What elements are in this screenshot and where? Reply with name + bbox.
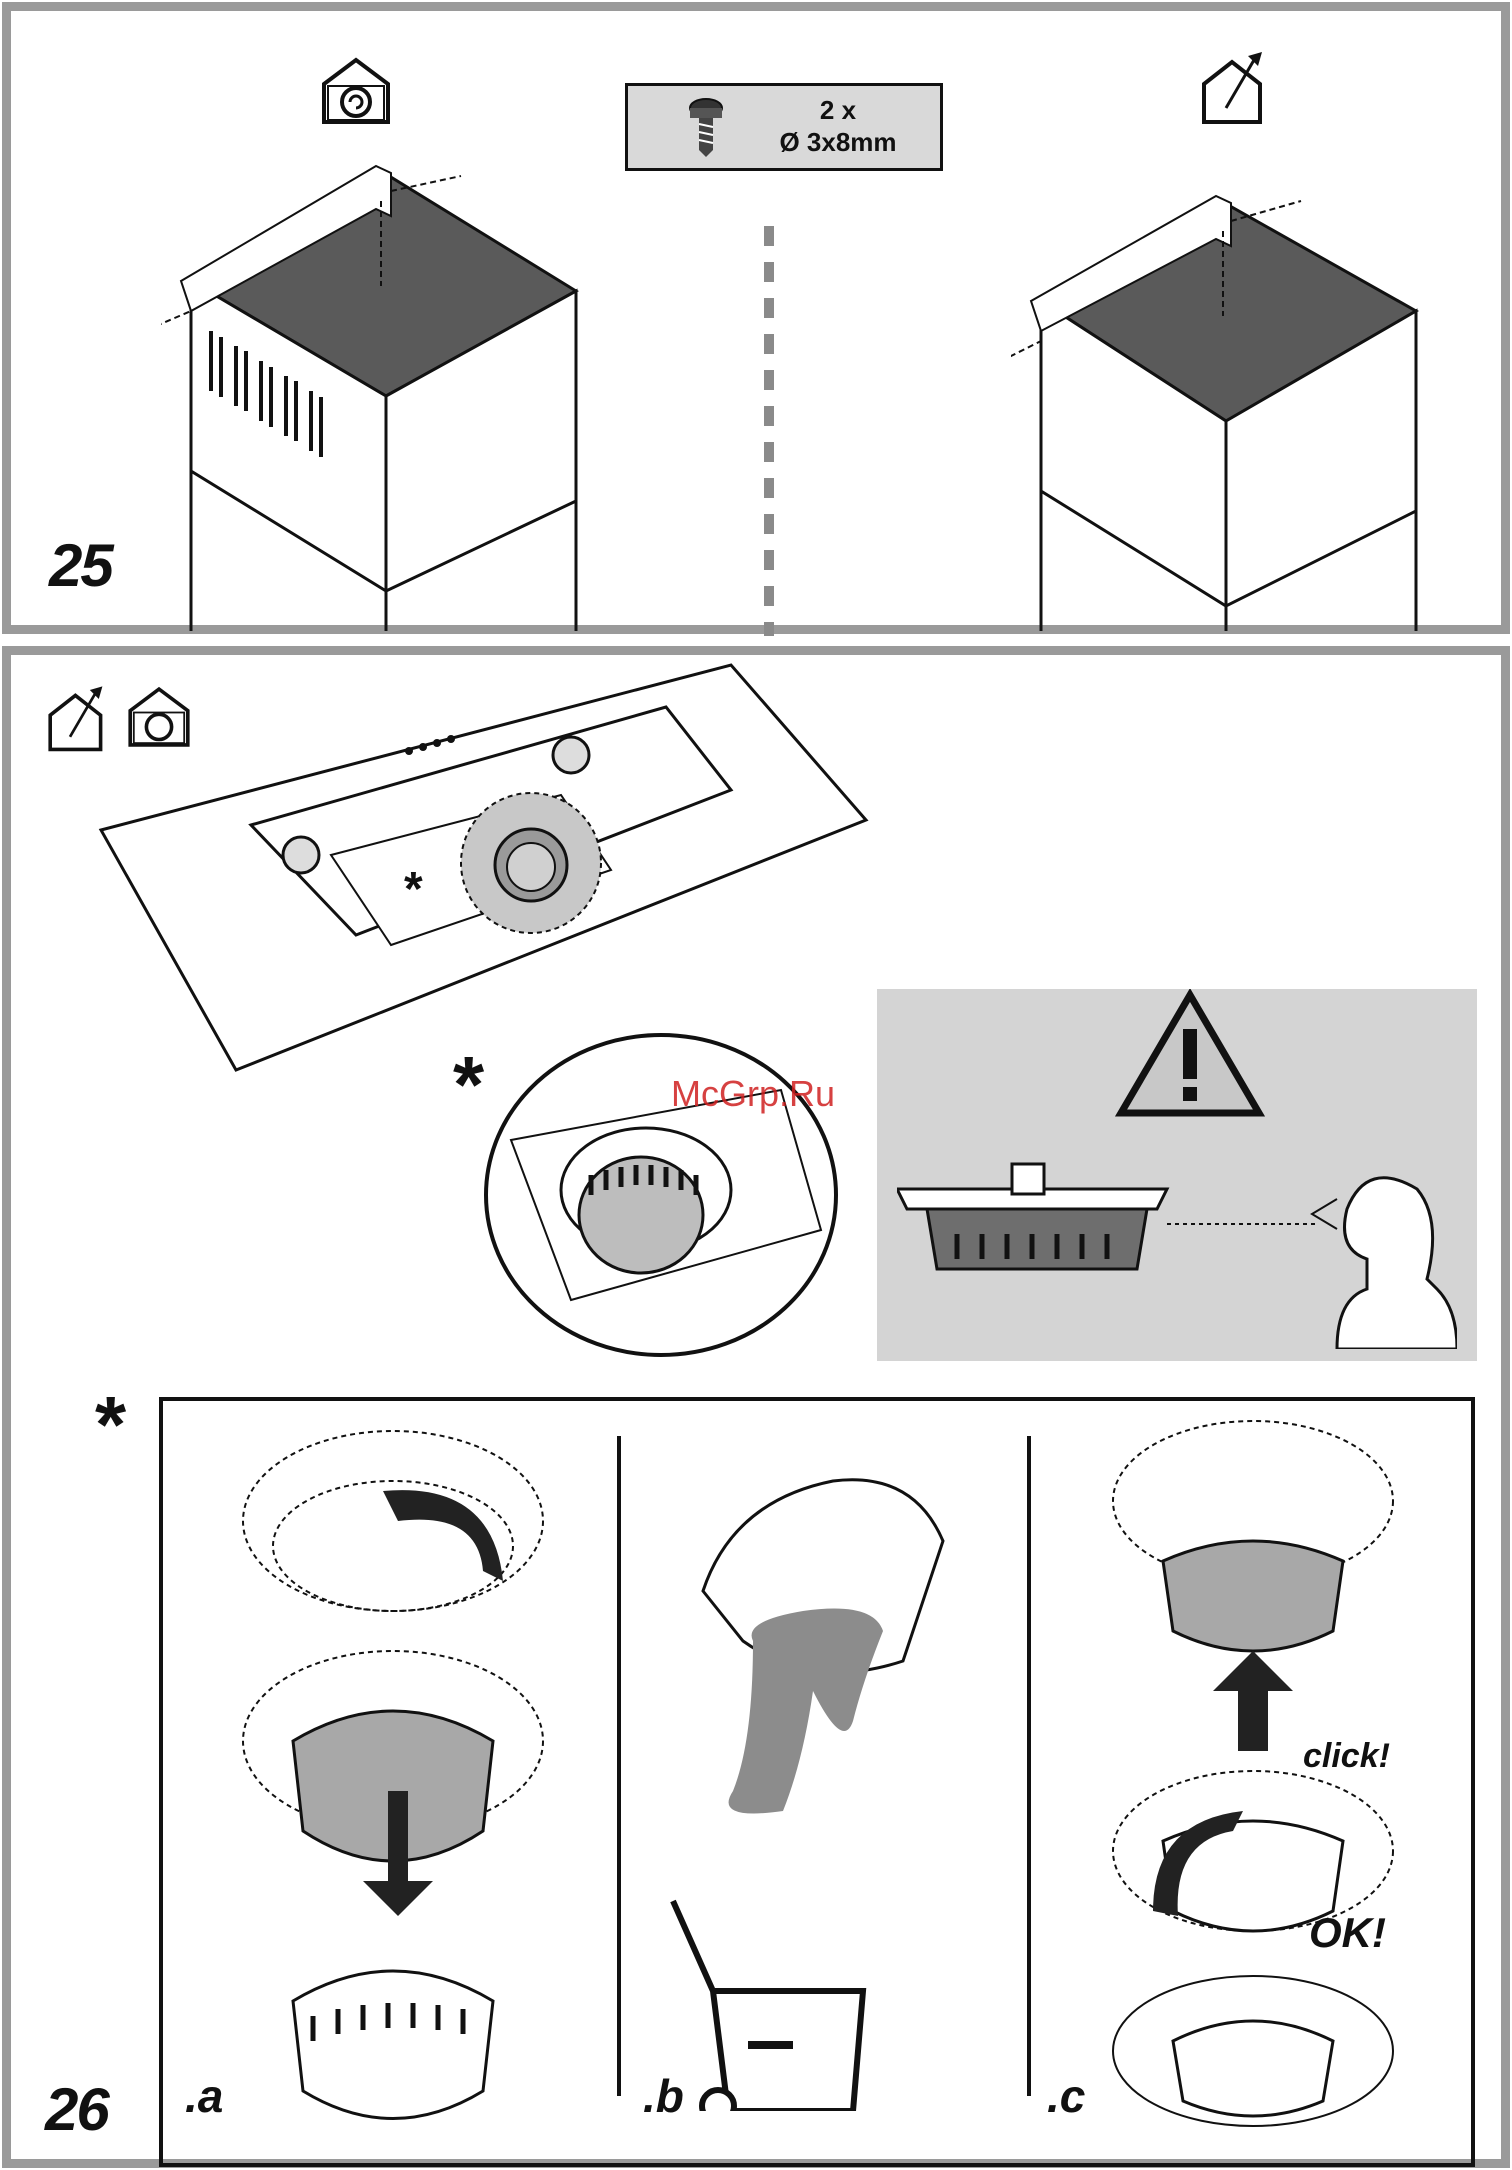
filter-inspection-illustration (897, 1159, 1457, 1349)
step-25-panel: 2 x Ø 3x8mm (2, 2, 1510, 634)
warning-box (877, 989, 1477, 1361)
step-26-panel: * * McGrp.Ru (2, 646, 1510, 2168)
warning-icon (1115, 989, 1265, 1119)
chimney-illustration-recirculation (161, 161, 591, 631)
chimney-illustration-extraction (1011, 191, 1441, 631)
substep-divider (1027, 1436, 1031, 2096)
screw-spec-box: 2 x Ø 3x8mm (625, 83, 943, 171)
watermark: McGrp.Ru (671, 1073, 835, 1115)
ok-text: OK! (1309, 1909, 1386, 1957)
substep-b-illustration (653, 1461, 1003, 2111)
step-number: 26 (45, 2075, 108, 2144)
extraction-mode-icon (1196, 46, 1276, 126)
substeps-marker: * (95, 1385, 126, 1465)
substep-b-label: .b (643, 2069, 684, 2123)
detail-marker-large: * (453, 1045, 484, 1125)
screw-icon (686, 96, 726, 158)
substep-c-illustration (1043, 1411, 1463, 2131)
screw-quantity: 2 x (748, 94, 928, 126)
substeps-box: .a .b click! OK! .c (159, 1397, 1475, 2167)
substep-a-label: .a (185, 2069, 223, 2123)
click-text: click! (1303, 1737, 1390, 1776)
step-number: 25 (49, 531, 112, 600)
substep-a-illustration (183, 1411, 603, 2131)
detail-marker: * (404, 850, 423, 930)
substep-c-label: .c (1047, 2069, 1085, 2123)
substep-divider (617, 1436, 621, 2096)
recirculation-mode-icon (316, 56, 396, 126)
hood-underside-illustration (91, 655, 891, 1085)
screw-size: Ø 3x8mm (748, 126, 928, 158)
divider-dashed-line (763, 226, 775, 636)
